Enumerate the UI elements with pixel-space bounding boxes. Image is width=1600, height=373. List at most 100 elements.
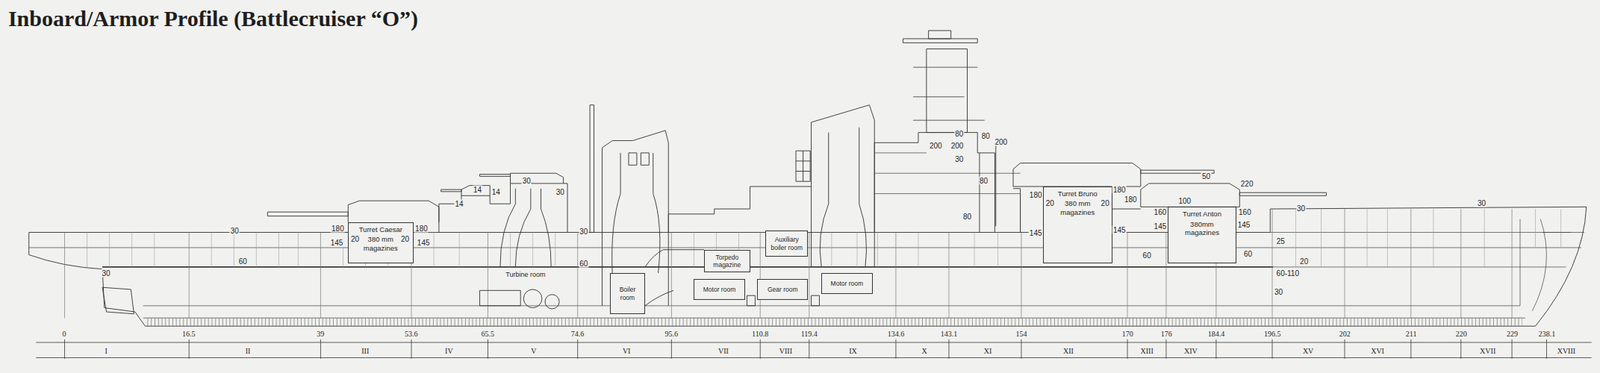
armor-thickness: 30 (521, 176, 532, 185)
magazine-label: 380 mm magazines (1052, 199, 1103, 217)
frame-number: 95.6 (664, 329, 680, 338)
frame-number: 74.6 (570, 329, 586, 338)
armor-thickness: 25 (1275, 236, 1286, 245)
section-numeral: XII (1062, 347, 1075, 356)
section-numeral: XIV (1183, 347, 1199, 356)
section-numeral: XI (983, 347, 994, 356)
compartment-label: Turbine room (504, 271, 546, 280)
frame-number: 119.4 (800, 329, 819, 338)
armor-thickness: 180 (1112, 185, 1127, 195)
frame-number: 53.6 (403, 329, 419, 338)
section-numeral: IV (444, 347, 454, 356)
frame-number: 154 (1015, 329, 1029, 338)
armor-thickness: 145 (1028, 228, 1044, 237)
compartment-name: Boiler room (612, 285, 642, 301)
compartment-box: Boiler room (609, 273, 645, 315)
armor-thickness: 200 (993, 137, 1008, 146)
frame-number: 238.1 (1538, 329, 1557, 338)
armor-thickness: 200 (950, 141, 965, 151)
frame-number: 16.5 (181, 329, 197, 338)
section-numeral: X (921, 347, 929, 356)
frame-number: 170 (1121, 329, 1135, 338)
armor-thickness: 60 (238, 256, 248, 266)
compartment-name: Turret Bruno (1057, 189, 1098, 198)
section-numeral: XV (1302, 347, 1315, 356)
section-numeral: V (530, 347, 537, 356)
frame-number: 184.4 (1207, 329, 1226, 338)
armor-thickness: 145 (1112, 225, 1127, 234)
armor-thickness: 145 (416, 238, 431, 248)
armor-thickness: 14 (491, 187, 501, 196)
compartment-box: Motor room (821, 273, 873, 294)
frame-number: 143.1 (939, 329, 959, 338)
armor-thickness: 30 (578, 227, 589, 236)
armor-thickness: 220 (1240, 179, 1255, 189)
section-numeral: VII (717, 347, 730, 356)
section-numeral: III (360, 347, 370, 356)
armor-thickness: 60-110 (1275, 269, 1300, 278)
frame-number: 220 (1455, 329, 1468, 338)
drawing-title: Inboard/Armor Profile (Battlecruiser “O”… (8, 5, 419, 32)
frame-number: 65.5 (480, 329, 496, 338)
armor-thickness: 30 (1296, 203, 1306, 213)
compartment-name: Auxiliary boiler room (768, 235, 805, 251)
frame-number: 110.8 (751, 329, 770, 338)
magazine-label: 380mm magazines (1177, 220, 1228, 238)
turret-magazine-box: Turret Bruno380 mm magazines (1043, 186, 1113, 264)
section-numeral: XVII (1479, 347, 1497, 356)
armor-thickness: 80 (981, 131, 991, 140)
armor-thickness: 200 (928, 141, 943, 151)
armor-thickness: 30 (1273, 287, 1284, 296)
armor-thickness: 60 (1142, 250, 1153, 260)
section-numeral: XVIII (1556, 347, 1577, 356)
frame-number: 196.5 (1263, 329, 1282, 338)
compartment-name: Torpedo magazine (707, 253, 748, 269)
armor-thickness: 60 (578, 259, 589, 268)
armor-thickness: 145 (1237, 220, 1252, 229)
compartment-box: Auxiliary boiler room (765, 230, 808, 258)
armor-thickness: 160 (1237, 208, 1253, 217)
armor-thickness: 14 (453, 200, 464, 209)
compartment-box: Torpedo magazine (704, 250, 751, 273)
armor-thickness: 180 (1123, 194, 1138, 204)
magazine-label: 380 mm magazines (357, 235, 404, 253)
compartment-name: Motor room (703, 285, 736, 294)
frame-number: 39 (315, 329, 325, 338)
frame-number: 202 (1338, 329, 1352, 338)
armor-thickness: 20 (350, 234, 360, 243)
armor-thickness: 14 (472, 185, 483, 195)
armor-thickness: 180 (1028, 191, 1044, 200)
turret-magazine-box: Turret Anton380mm magazines (1167, 206, 1238, 263)
armor-thickness: 30 (1476, 198, 1487, 207)
section-numeral: I (103, 347, 108, 356)
armor-thickness: 20 (1045, 198, 1055, 207)
armor-thickness: 80 (954, 129, 964, 139)
armor-thickness: 20 (1299, 256, 1309, 266)
armor-thickness: 30 (229, 226, 240, 235)
section-numeral: VIII (778, 347, 793, 356)
armor-thickness: 180 (330, 224, 345, 233)
armor-thickness: 180 (414, 224, 429, 233)
compartment-name: Turret Caesar (359, 225, 403, 234)
armor-thickness: 50 (1201, 172, 1212, 181)
frame-number: 0 (61, 329, 68, 338)
section-numeral: XIII (1140, 347, 1155, 356)
frame-number: 211 (1405, 329, 1418, 338)
armor-thickness: 145 (330, 238, 345, 248)
section-numeral: XVI (1370, 347, 1385, 356)
compartment-name: Gear room (767, 285, 799, 294)
compartment-box: Motor room (693, 279, 745, 300)
armor-thickness: 80 (978, 176, 989, 185)
armor-thickness: 30 (101, 269, 112, 278)
armor-thickness: 30 (954, 155, 964, 164)
armor-thickness: 145 (1153, 222, 1168, 231)
frame-number: 176 (1160, 329, 1173, 338)
frame-number: 134.6 (886, 329, 906, 338)
armor-thickness: 30 (555, 187, 566, 196)
compartment-box: Gear room (757, 279, 808, 300)
compartment-name: Motor room (830, 279, 864, 288)
frame-number: 229 (1505, 329, 1519, 338)
section-numeral: II (244, 347, 252, 356)
